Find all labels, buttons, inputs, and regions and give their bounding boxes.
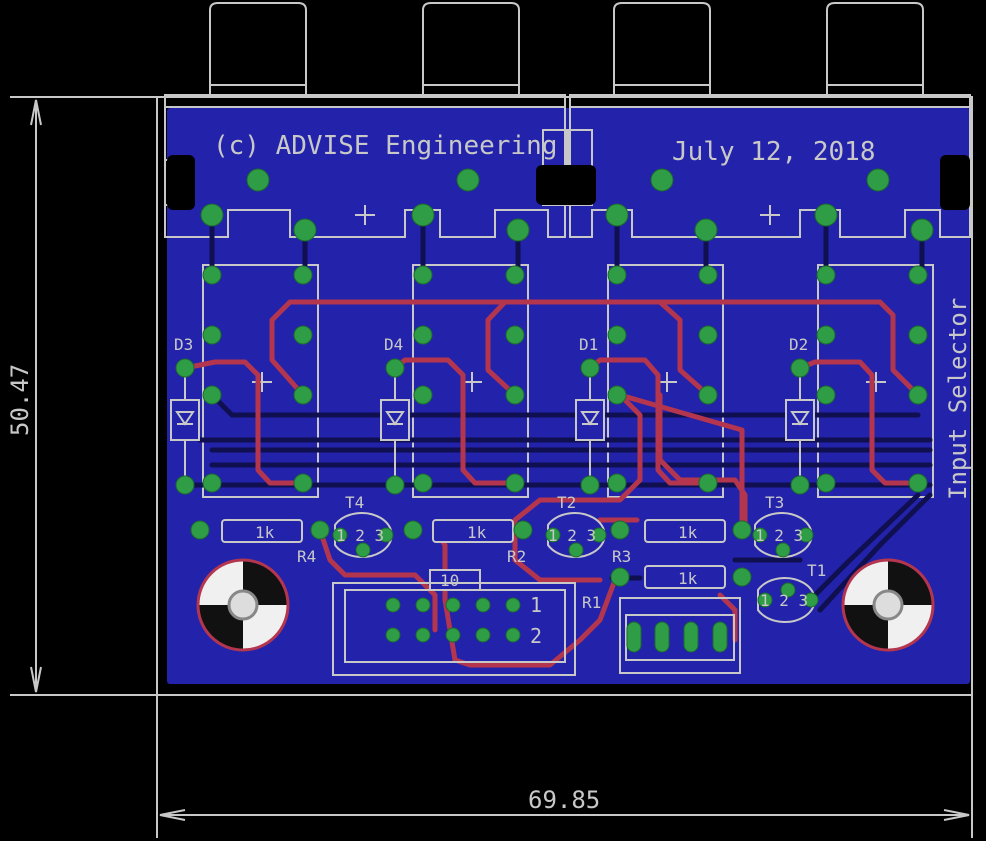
board-title: Input Selector	[944, 298, 972, 500]
transistor-pins: 1 2 3	[760, 591, 808, 610]
transistor-label: T3	[765, 493, 784, 512]
jack-slots	[167, 155, 970, 210]
resistors	[221, 519, 726, 591]
transistor-label: T4	[345, 493, 364, 512]
rca-jacks	[164, 1, 971, 108]
resistor-value: 10	[440, 571, 459, 590]
date-text: July 12, 2018	[672, 137, 876, 167]
dimension-lines	[10, 96, 973, 838]
mounting-holes	[196, 558, 935, 652]
diode-label: D2	[789, 335, 808, 354]
diode-label: D1	[579, 335, 598, 354]
height-dimension: 50.47	[6, 364, 34, 436]
transistor-label: T2	[557, 493, 576, 512]
diode-label: D4	[384, 335, 403, 354]
diodes	[170, 368, 815, 485]
diode-d3	[170, 368, 200, 485]
header-pin-2-label: 2	[530, 624, 542, 648]
resistor-value: 1k	[678, 569, 698, 588]
resistor-label: R2	[507, 547, 526, 566]
top-traces	[182, 299, 921, 668]
resistor-value: 1k	[255, 523, 275, 542]
diode-d4	[380, 368, 410, 485]
transistor-pins: 1 2 3	[755, 526, 803, 545]
resistor-label: R1	[582, 593, 601, 612]
width-dimension: 69.85	[528, 786, 600, 814]
diode-d2	[785, 368, 815, 485]
resistor-value: 1k	[678, 523, 698, 542]
diode-d1	[575, 368, 605, 485]
resistor-label: R3	[612, 547, 631, 566]
pads	[175, 168, 934, 653]
diode-label: D3	[174, 335, 193, 354]
transistor-label: T1	[807, 561, 826, 580]
header-outlines	[332, 582, 741, 676]
resistor-label: R4	[297, 547, 316, 566]
relay-outlines	[202, 264, 934, 498]
transistor-pins: 1 2 3	[548, 526, 596, 545]
copyright-text: (c) ADVISE Engineering	[213, 131, 557, 161]
transistor-pins: 1 2 3	[336, 526, 384, 545]
resistor-value: 1k	[467, 523, 487, 542]
header-pin-1-label: 1	[530, 593, 542, 617]
